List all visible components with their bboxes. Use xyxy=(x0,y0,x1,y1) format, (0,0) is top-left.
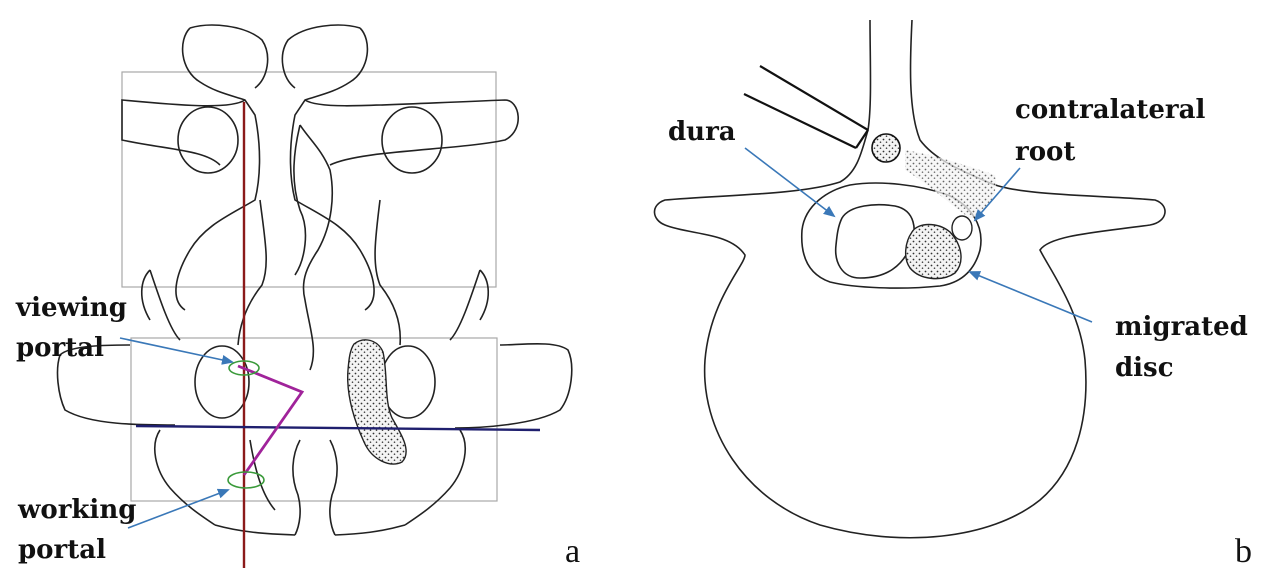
working-portal-label-line2: portal xyxy=(18,535,106,565)
lower-level-box xyxy=(131,338,497,501)
contralateral-root-label: contralateral root xyxy=(1015,95,1214,167)
endoscope-tip-circle xyxy=(872,134,900,162)
viewing-portal-label: viewing portal xyxy=(15,293,136,363)
panel-a-label: a xyxy=(565,533,580,570)
contralateral-root-label-line1: contralateral xyxy=(1015,95,1205,125)
migrated-disc-a xyxy=(348,340,406,464)
viewing-portal-label-line2: portal xyxy=(16,333,104,363)
migrated-disc-label: migrated disc xyxy=(1115,312,1257,383)
panel-b: dura contralateral root migrated disc b xyxy=(654,20,1256,570)
migrated-disc-label-line2: disc xyxy=(1115,353,1174,383)
dura-label: dura xyxy=(668,117,736,147)
dura-arrow xyxy=(745,148,834,216)
endoscope xyxy=(744,66,900,162)
working-portal-label: working portal xyxy=(17,495,145,565)
viewing-portal-label-line1: viewing xyxy=(15,293,127,323)
migrated-disc-label-line1: migrated xyxy=(1115,312,1248,342)
upper-vertebra xyxy=(122,25,518,370)
instrument-trajectory xyxy=(238,366,302,475)
viewing-portal-arrow xyxy=(120,338,232,362)
panel-b-label: b xyxy=(1235,533,1252,570)
dura-sac xyxy=(836,205,914,278)
contralateral-root-circle xyxy=(952,216,972,240)
ligament-stipple xyxy=(905,150,996,218)
working-portal-label-line1: working xyxy=(17,495,136,525)
contralateral-root-label-line2: root xyxy=(1015,137,1075,167)
migrated-disc-arrow xyxy=(970,272,1092,322)
panel-a: viewing portal working portal a xyxy=(15,25,580,570)
